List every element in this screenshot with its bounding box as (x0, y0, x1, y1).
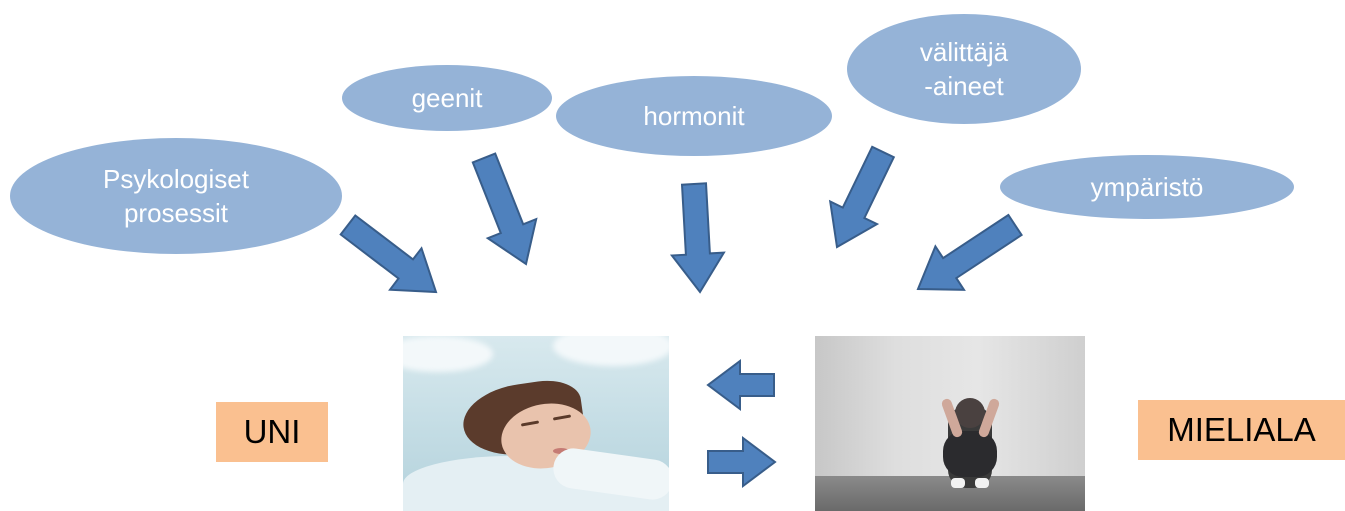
arrow-psykologiset (341, 216, 436, 293)
arrow-mood-to-sleep (708, 361, 774, 409)
factor-geenit-label: geenit (412, 81, 483, 115)
factor-valittaja-bubble: välittäjä -aineet (847, 14, 1081, 124)
mieliala-label: MIELIALA (1138, 400, 1345, 460)
uni-label: UNI (216, 402, 328, 462)
uni-label-text: UNI (244, 413, 301, 451)
factor-geenit-bubble: geenit (342, 65, 552, 131)
arrow-geenit (473, 154, 536, 264)
factor-psykologiset-bubble: Psykologiset prosessit (10, 138, 342, 254)
factor-ymparisto-label: ympäristö (1091, 170, 1204, 204)
factor-valittaja-label: välittäjä -aineet (920, 35, 1008, 103)
factor-hormonit-bubble: hormonit (556, 76, 832, 156)
factor-psykologiset-label: Psykologiset prosessit (103, 162, 249, 230)
arrow-valittaja (830, 147, 894, 247)
arrow-hormonit (672, 183, 724, 292)
arrow-ymparisto (918, 215, 1022, 290)
arrow-sleep-to-mood (708, 438, 775, 486)
factor-ymparisto-bubble: ympäristö (1000, 155, 1294, 219)
sad-person-image (815, 336, 1085, 511)
factor-hormonit-label: hormonit (643, 99, 744, 133)
sleeping-woman-image (403, 336, 669, 511)
mieliala-label-text: MIELIALA (1167, 411, 1316, 449)
